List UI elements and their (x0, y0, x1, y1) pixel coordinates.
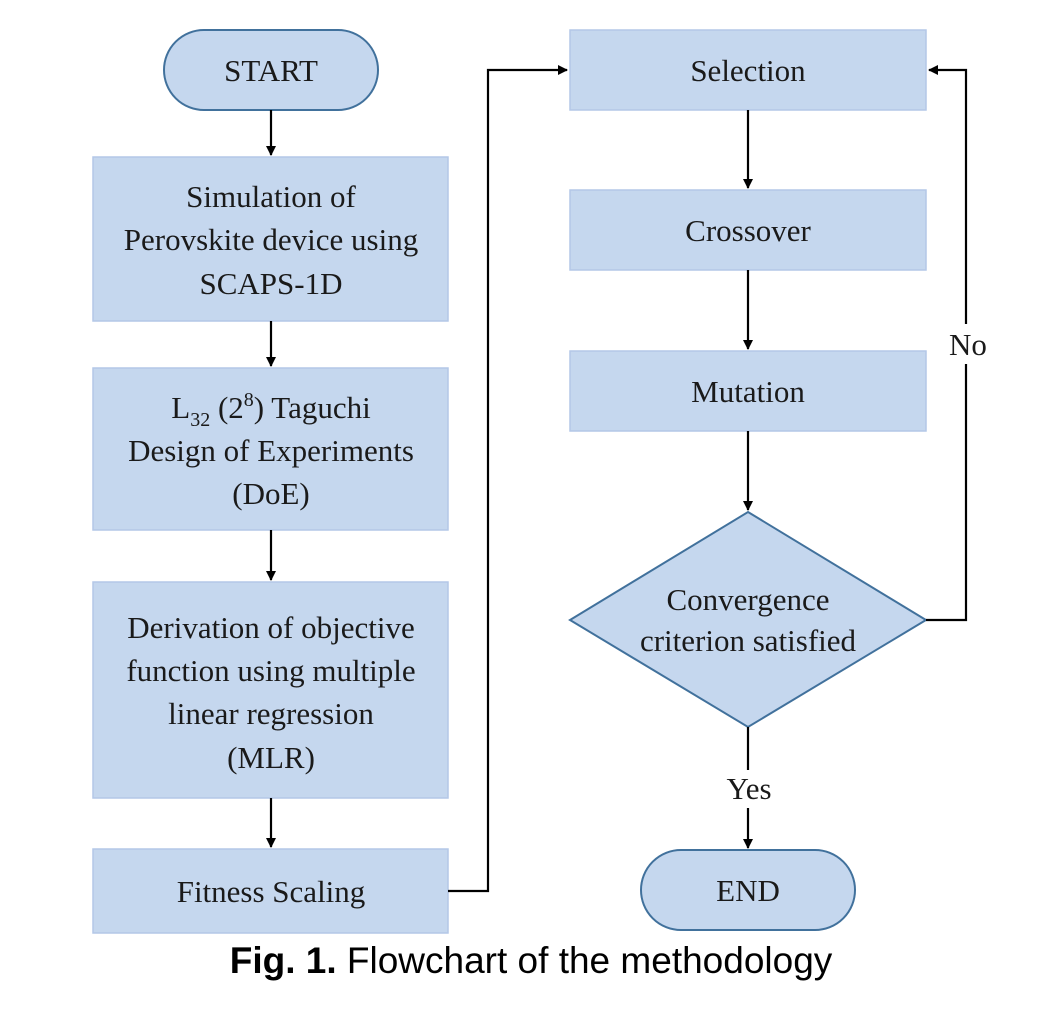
start-label: START (224, 53, 318, 88)
taguchi-line-1: L32 (28) Taguchi (171, 389, 371, 431)
simulation-node: Simulation of Perovskite device using SC… (92, 156, 449, 322)
caption-figure-number: Fig. 1. (229, 940, 337, 981)
end-label: END (716, 873, 780, 908)
taguchi-mid-close: ) Taguchi (254, 390, 371, 425)
taguchi-line-3: (DoE) (232, 476, 309, 511)
crossover-label: Crossover (685, 213, 811, 248)
selection-label: Selection (690, 53, 806, 88)
simulation-line-3: SCAPS-1D (200, 266, 343, 301)
taguchi-prefix-subscript: 32 (190, 409, 210, 431)
end-node: END (640, 849, 856, 931)
yes-label-background (716, 770, 782, 808)
fitness-scaling-node: Fitness Scaling (92, 848, 449, 934)
convergence-line-1: Convergence (667, 582, 830, 617)
flowchart: START Simulation of Perovskite device us… (92, 29, 992, 934)
derivation-line-1: Derivation of objective (127, 610, 415, 645)
taguchi-mid-open: (2 (210, 390, 244, 425)
mutation-node: Mutation (569, 350, 927, 432)
taguchi-node: L32 (28) Taguchi Design of Experiments (… (92, 367, 449, 531)
caption-text: Flowchart of the methodology (346, 940, 833, 981)
yes-edge-label: Yes (726, 771, 771, 806)
figure-caption: Fig. 1. Flowchart of the methodology (0, 940, 1062, 982)
taguchi-line-2: Design of Experiments (128, 433, 414, 468)
selection-node: Selection (569, 29, 927, 111)
no-label-background (942, 324, 992, 364)
mutation-label: Mutation (691, 374, 805, 409)
crossover-node: Crossover (569, 189, 927, 271)
no-edge-label: No (949, 327, 987, 362)
derivation-line-4: (MLR) (227, 740, 315, 775)
derivation-line-3: linear regression (168, 696, 374, 731)
derivation-line-2: function using multiple (126, 653, 415, 688)
simulation-line-2: Perovskite device using (124, 222, 418, 257)
taguchi-prefix: L (171, 390, 190, 425)
fitness-scaling-label: Fitness Scaling (177, 874, 366, 909)
convergence-decision-node: Convergence criterion satisfied (568, 510, 928, 729)
arrow-fitness-to-selection (448, 65, 568, 893)
simulation-line-1: Simulation of (186, 179, 356, 214)
derivation-node: Derivation of objective function using m… (92, 581, 449, 799)
start-node: START (163, 29, 379, 111)
convergence-line-2: criterion satisfied (640, 623, 857, 658)
taguchi-superscript: 8 (244, 389, 254, 411)
